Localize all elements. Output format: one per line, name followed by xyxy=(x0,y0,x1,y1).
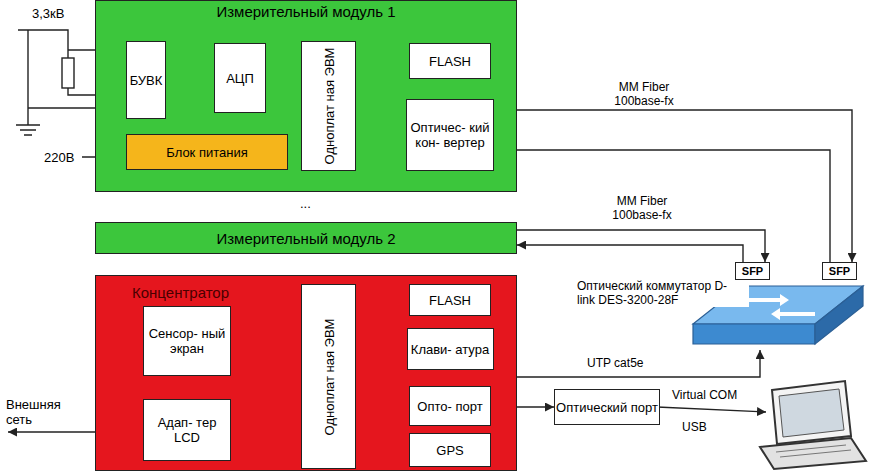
block-box: Адап- тер LCD xyxy=(143,399,231,461)
edge-label: UTP cat5e xyxy=(585,356,645,370)
edge-label: MM Fiber 100base-fx xyxy=(592,80,696,108)
edge-label: MM Fiber 100base-fx xyxy=(590,194,694,222)
connector xyxy=(517,245,743,262)
computer-box: Одноплат ная ЭВМ xyxy=(301,41,356,171)
laptop-base xyxy=(760,438,866,469)
box-label: FLASH xyxy=(429,54,471,69)
block-box: Опто- порт xyxy=(409,386,491,426)
usb-line xyxy=(657,407,766,412)
network-label: Внешняя сеть xyxy=(6,397,78,427)
box-label: Блок питания xyxy=(166,145,247,160)
sfp-port: SFP xyxy=(822,262,857,280)
box-label: Клави- атура xyxy=(411,342,489,357)
laptop-display xyxy=(779,389,844,437)
voltage-label: 3,3кВ xyxy=(32,6,64,21)
box-label: Одноплат ная ЭВМ xyxy=(321,47,336,165)
switch-arrows xyxy=(745,294,815,320)
power-box: Блок питания xyxy=(126,134,288,170)
connector xyxy=(494,150,830,262)
connector xyxy=(494,110,852,262)
hv-wire xyxy=(18,30,68,58)
block-box: АЦП xyxy=(214,43,266,113)
box-label: GPS xyxy=(436,443,463,458)
laptop-screen xyxy=(772,381,851,444)
block-box: Клави- атура xyxy=(407,328,494,370)
box-label: FLASH xyxy=(429,293,471,308)
box-label: Одноплат ная ЭВМ xyxy=(321,290,336,463)
switch-side xyxy=(815,286,863,344)
block-box: FLASH xyxy=(409,284,491,316)
box-label: SFP xyxy=(829,265,850,277)
link-label: USB xyxy=(682,420,707,435)
ellipsis-mark: ... xyxy=(300,196,311,211)
box-label: БУВК xyxy=(130,73,163,88)
link-label: Virtual COM xyxy=(672,388,737,403)
voltage-label: 220В xyxy=(44,150,74,165)
block-box: Оптичес- кий кон- вертер xyxy=(406,99,494,171)
ground-symbol xyxy=(16,125,40,135)
block-box: FLASH xyxy=(409,43,491,79)
box-label: Оптический коммутатор D- link DES-3200-2… xyxy=(575,279,749,307)
switch-front xyxy=(693,324,815,344)
block-box: GPS xyxy=(409,433,491,467)
port-box: Оптический порт xyxy=(554,389,660,425)
box-label: Оптический порт xyxy=(556,400,658,415)
module-box: Измерительный модуль 2 xyxy=(95,222,517,254)
box-label: SFP xyxy=(742,265,763,277)
computer-box: Одноплат ная ЭВМ xyxy=(301,284,356,469)
box-label: Адап- тер LCD xyxy=(144,415,230,445)
box-label: Опто- порт xyxy=(417,399,482,414)
connector xyxy=(517,230,765,262)
ground-wire xyxy=(27,30,28,125)
module-box: Измерительный модуль 1 БУВК АЦП Одноплат на… xyxy=(95,0,517,192)
sfp-port: SFP xyxy=(735,262,770,280)
laptop-illustration xyxy=(760,381,866,469)
block-box: БУВК xyxy=(126,41,166,119)
box-label: Сенсор- ный экран xyxy=(144,326,230,356)
box-label: АЦП xyxy=(226,71,254,86)
concentrator-box: КонцентраторСенсор- ный экранАдап- тер L… xyxy=(95,275,517,471)
box-label: Измерительный модуль 2 xyxy=(216,230,395,247)
laptop-keys xyxy=(776,445,851,457)
box-title: Измерительный модуль 1 xyxy=(216,3,395,20)
box-label: Оптичес- кий кон- вертер xyxy=(407,120,493,150)
block-box: Сенсор- ный экран xyxy=(143,306,231,376)
box-title: Концентратор xyxy=(132,284,229,301)
resistor-symbol xyxy=(62,58,74,88)
